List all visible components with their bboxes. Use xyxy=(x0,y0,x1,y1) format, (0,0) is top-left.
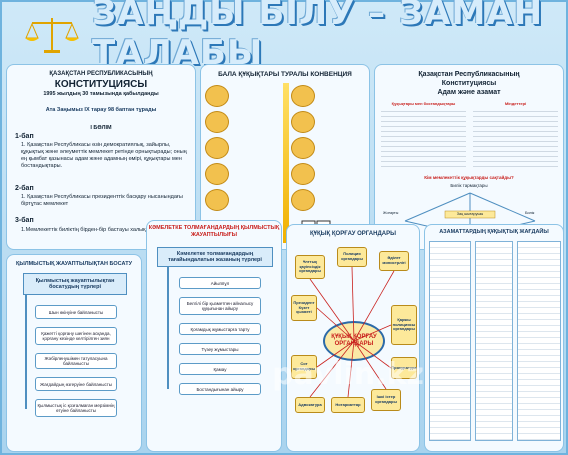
organs-panel: ҚҰҚЫҚ ҚОРҒАУ ОРГАНДАРЫ ҚҰҚЫҚ ҚОРҒАУ ОРГА… xyxy=(286,224,420,452)
organ-box: Полиция органдары xyxy=(337,247,367,267)
rights-list xyxy=(381,107,466,169)
minors-item: Қамау xyxy=(179,363,261,375)
watermark: pavlin.kz xyxy=(272,357,425,392)
branch-judicial: Билік xyxy=(525,211,535,215)
branch-legislative: Заң шығарушы xyxy=(456,212,484,216)
organs-title: ҚҰҚЫҚ ҚОРҒАУ ОРГАНДАРЫ xyxy=(310,231,396,237)
organ-box: Адвокатура xyxy=(295,397,325,413)
liability-header: Қылмыстық жауаптылықтан босатудың түрлер… xyxy=(23,273,127,295)
article-2-text: 1. Қазақстан Республикасы президенттік б… xyxy=(21,194,183,207)
branches-label: Билік тармақтары xyxy=(450,183,488,188)
connector-line xyxy=(167,267,169,389)
section-label: I БӨЛІМ xyxy=(90,125,112,131)
scales-of-justice-icon xyxy=(25,18,79,53)
rights-line2: Конституциясы xyxy=(441,80,497,87)
liability-item: Шын өкінуіне байланысты xyxy=(35,305,117,319)
child-icon xyxy=(205,163,229,185)
article-3-label: 3-бап xyxy=(15,217,34,224)
constitution-line3: 1995 жылдың 30 тамызында қабылданды xyxy=(43,91,159,97)
branch-exec: Жоғарғы xyxy=(383,211,399,215)
article-3-text: 1.Мемлекеттік билiктiң бірден-бір бастау… xyxy=(21,227,148,233)
liability-item: Жәбірленушімен татуласуына байланысты xyxy=(35,353,117,369)
child-icon xyxy=(205,189,229,211)
minors-item: Бостандығынан айыру xyxy=(179,383,261,395)
child-icon xyxy=(291,137,315,159)
civil-column xyxy=(517,241,561,441)
civil-panel: АЗАМАТТАРДЫҢ ҚҰҚЫҚТЫҚ ЖАҒДАЙЫ xyxy=(424,224,564,452)
child-icon xyxy=(205,137,229,159)
liability-title: ҚЫЛМЫСТЫҚ ЖАУАПТЫЛЫҚТАН БОСАТУ xyxy=(16,261,132,267)
minors-item: Түзеу жұмыстары xyxy=(179,343,261,355)
constitution-line2: КОНСТИТУЦИЯСЫ xyxy=(54,79,148,90)
organ-box: Президент Күзет қызметі xyxy=(291,295,317,321)
convention-panel: БАЛА ҚҰҚЫҚТАРЫ ТУРАЛЫ КОНВЕНЦИЯ xyxy=(200,64,370,250)
minors-panel: КӘМЕЛЕТКЕ ТОЛМАҒАНДАРДЫҢ ҚЫЛМЫСТЫҚ ЖАУАП… xyxy=(146,220,282,452)
organ-box: Әділет министрлігі xyxy=(379,251,409,271)
organs-center: ҚҰҚЫҚ ҚОРҒАУ ОРГАНДАРЫ xyxy=(323,321,385,361)
rights-line1: Қазақстан Республикасының xyxy=(418,71,520,78)
child-icon xyxy=(291,163,315,185)
minors-header: Кәмелетке толмағандардың тағайындалатын … xyxy=(157,247,273,267)
liability-item: Жағдайдың өзгеруіне байланысты xyxy=(35,377,117,391)
rights-line3: Адам және азамат xyxy=(437,89,501,96)
article-1-label: 1-бап xyxy=(15,133,34,140)
constitution-line1: ҚАЗАҚСТАН РЕСПУБЛИКАСЫНЫҢ xyxy=(49,71,153,77)
rights-col1-title: Құқықтары мен бостандықтары xyxy=(391,101,456,106)
child-icon xyxy=(205,85,229,107)
liability-item: Қылмыстық іс қозғалмаған мерзімнің өтуін… xyxy=(35,399,117,417)
liability-item: Қажетті қорғану шегінен асқанда, қорғану… xyxy=(35,327,117,345)
minors-item: Айыппұл xyxy=(179,277,261,289)
yellow-bar xyxy=(283,83,289,243)
organ-box: Ішкі істер органдары xyxy=(371,389,401,411)
organ-box: Нотариаттар xyxy=(331,397,365,413)
civil-column xyxy=(429,241,471,441)
convention-title: БАЛА ҚҰҚЫҚТАРЫ ТУРАЛЫ КОНВЕНЦИЯ xyxy=(218,71,352,78)
organ-box: Қаржы полициясы органдары xyxy=(391,305,417,345)
minors-item: Қоғамдық жұмыстарға тарту xyxy=(179,323,261,335)
child-icon xyxy=(291,111,315,133)
rights-col2-title: Міндеттері xyxy=(504,101,527,106)
child-icon xyxy=(291,189,315,211)
minors-item: Белгілі бір қызметпен айналысу құқығынан… xyxy=(179,297,261,315)
constitution-line4: Ата Заңымыз IX тарау 98 баптан тұрады xyxy=(45,107,157,113)
constitution-panel: ҚАЗАҚСТАН РЕСПУБЛИКАСЫНЫҢ КОНСТИТУЦИЯСЫ … xyxy=(6,64,196,250)
minors-title: КӘМЕЛЕТКЕ ТОЛМАҒАНДАРДЫҢ ҚЫЛМЫСТЫҚ ЖАУАП… xyxy=(148,225,280,238)
civil-column xyxy=(475,241,513,441)
child-icon xyxy=(291,85,315,107)
connector-line xyxy=(25,295,27,409)
page-title: ЗАҢДЫ БІЛУ – ЗАМАН ТАЛАБЫ xyxy=(92,0,544,73)
liability-panel: ҚЫЛМЫСТЫҚ ЖАУАПТЫЛЫҚТАН БОСАТУ Қылмыстық… xyxy=(6,254,142,452)
article-2-label: 2-бап xyxy=(15,185,34,192)
rights-question: Кім мемлекеттік құқықтарды сақтайды? xyxy=(424,175,514,180)
article-1-text: 1. Қазақстан Республикасы өзін демократи… xyxy=(21,142,187,169)
civil-title: АЗАМАТТАРДЫҢ ҚҰҚЫҚТЫҚ ЖАҒДАЙЫ xyxy=(439,229,549,235)
duties-list xyxy=(473,107,558,169)
child-icon xyxy=(205,111,229,133)
rights-panel: Қазақстан Республикасының Конституциясы … xyxy=(374,64,564,250)
organ-box: Ұлттық қауіпсіздік органдары xyxy=(295,255,325,279)
organ-box: Прокуратура xyxy=(391,357,417,379)
